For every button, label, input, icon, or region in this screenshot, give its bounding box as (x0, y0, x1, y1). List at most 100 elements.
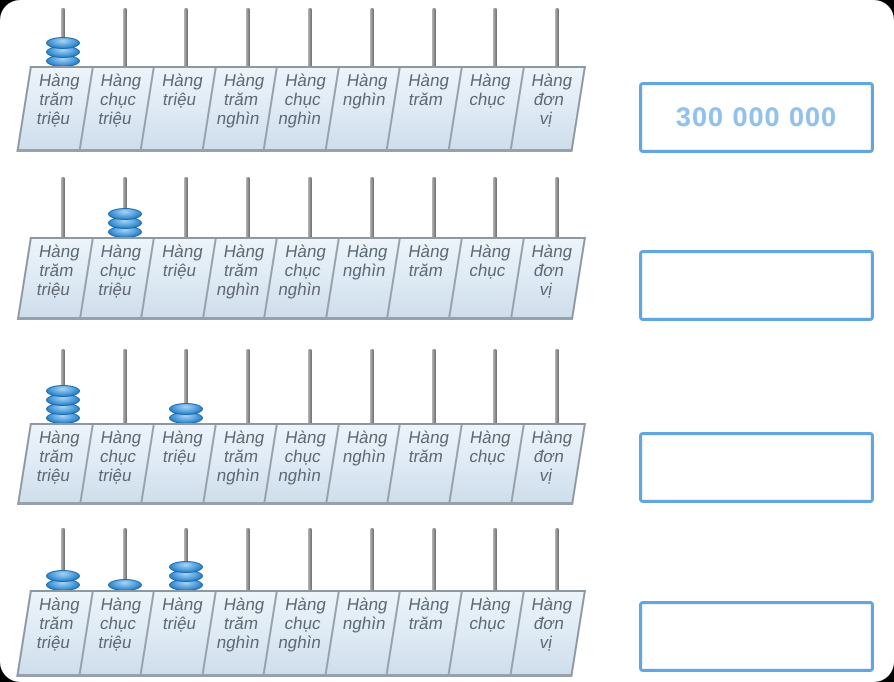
rod (246, 528, 251, 598)
cell-label-line: chục (467, 261, 507, 280)
cell-label-line: vị (538, 633, 554, 652)
cell-label-line: trăm (37, 90, 75, 109)
answer-box-1[interactable]: 300 000 000 (639, 82, 874, 153)
cell-label-line: triệu (35, 466, 72, 485)
cell-label-line: Hàng (530, 428, 574, 447)
rod (555, 349, 560, 431)
cell-label-line: trăm (222, 261, 260, 280)
cell-label-line: Hàng (345, 242, 390, 261)
cell-label-line: Hàng (160, 71, 205, 90)
answer-box-3[interactable] (639, 432, 874, 503)
cell-label-line: chục (98, 90, 138, 109)
cell-label-line: nghìn (276, 109, 323, 128)
cell-label-line: trăm (37, 614, 75, 633)
rod (431, 177, 436, 245)
cell-label-line: trăm (222, 90, 260, 109)
cell-label-line: Hàng (407, 428, 451, 447)
bead (107, 208, 142, 220)
cell-label-line: Hàng (283, 242, 328, 261)
cell-label-line: Hàng (468, 71, 513, 90)
rod (308, 177, 312, 245)
answer-box-2[interactable] (639, 250, 874, 321)
cell-label-line: trăm (37, 447, 75, 466)
bead (45, 385, 80, 397)
cell-label-line: đơn (532, 447, 566, 466)
cell-label-line: Hàng (345, 595, 390, 614)
cell-label-line: nghìn (215, 109, 261, 128)
rod (493, 528, 498, 598)
cell-label-line: nghìn (341, 90, 388, 109)
cell-label-line: Hàng (222, 242, 266, 261)
cell-label-line: Hàng (407, 242, 451, 261)
cell-label-line: Hàng (468, 595, 513, 614)
cell-label-line: Hàng (530, 242, 574, 261)
cell-label-line: vị (538, 466, 554, 485)
bead (169, 561, 204, 573)
cell-label-line: triệu (161, 614, 198, 633)
cell-label-line: Hàng (283, 595, 328, 614)
cell-label-line: Hàng (222, 71, 266, 90)
cell-label-line: triệu (96, 109, 134, 128)
cell-label-line: chục (467, 90, 507, 109)
rod (369, 528, 374, 598)
cell-label-line: trăm (407, 614, 445, 633)
rod (431, 8, 436, 74)
cell-label-line: triệu (35, 109, 72, 128)
rod (184, 349, 189, 431)
cell-label-line: Hàng (345, 428, 390, 447)
cell-label-line: chục (98, 447, 138, 466)
rod (431, 528, 436, 598)
cell-label-line: chục (98, 614, 138, 633)
cell-label-line: Hàng (160, 428, 205, 447)
rod (246, 349, 251, 431)
cell-label-line: triệu (96, 633, 134, 652)
cell-label-line: nghìn (341, 447, 388, 466)
rod (122, 349, 127, 431)
cell-label-line: Hàng (99, 242, 143, 261)
bead (45, 570, 80, 582)
cell-label-line: chục (283, 90, 323, 109)
cell-label-line: Hàng (283, 428, 328, 447)
cell-label-line: trăm (222, 614, 260, 633)
abacus-3-rods (0, 349, 640, 511)
rod (431, 349, 436, 431)
cell-label-line: chục (283, 447, 323, 466)
cell-label-line: nghìn (215, 466, 261, 485)
cell-label-line: Hàng (530, 595, 574, 614)
cell-label-line: chục (467, 447, 507, 466)
rod (60, 528, 65, 598)
cell-label-line: nghìn (341, 614, 388, 633)
cell-label-line: Hàng (160, 595, 205, 614)
rod (60, 177, 65, 245)
rod (308, 349, 312, 431)
rod (246, 177, 251, 245)
cell-label-line: nghìn (341, 261, 388, 280)
answer-value-1: 300 000 000 (675, 102, 838, 132)
cell-label-line: triệu (96, 280, 134, 299)
cell-label-line: triệu (35, 633, 72, 652)
cell-label-line: nghìn (276, 280, 323, 299)
cell-label-line: nghìn (276, 633, 323, 652)
rod (308, 528, 312, 598)
rod (555, 528, 560, 598)
cell-label-line: Hàng (37, 428, 82, 447)
abacus-4-rods (0, 528, 640, 680)
cell-label-line: Hàng (283, 71, 328, 90)
cell-label-line: Hàng (99, 428, 143, 447)
rod (308, 8, 312, 74)
rod (493, 349, 498, 431)
answer-box-4[interactable] (639, 601, 874, 672)
cell-label-line: Hàng (160, 242, 205, 261)
cell-label-line: Hàng (222, 428, 266, 447)
bead (169, 403, 204, 415)
